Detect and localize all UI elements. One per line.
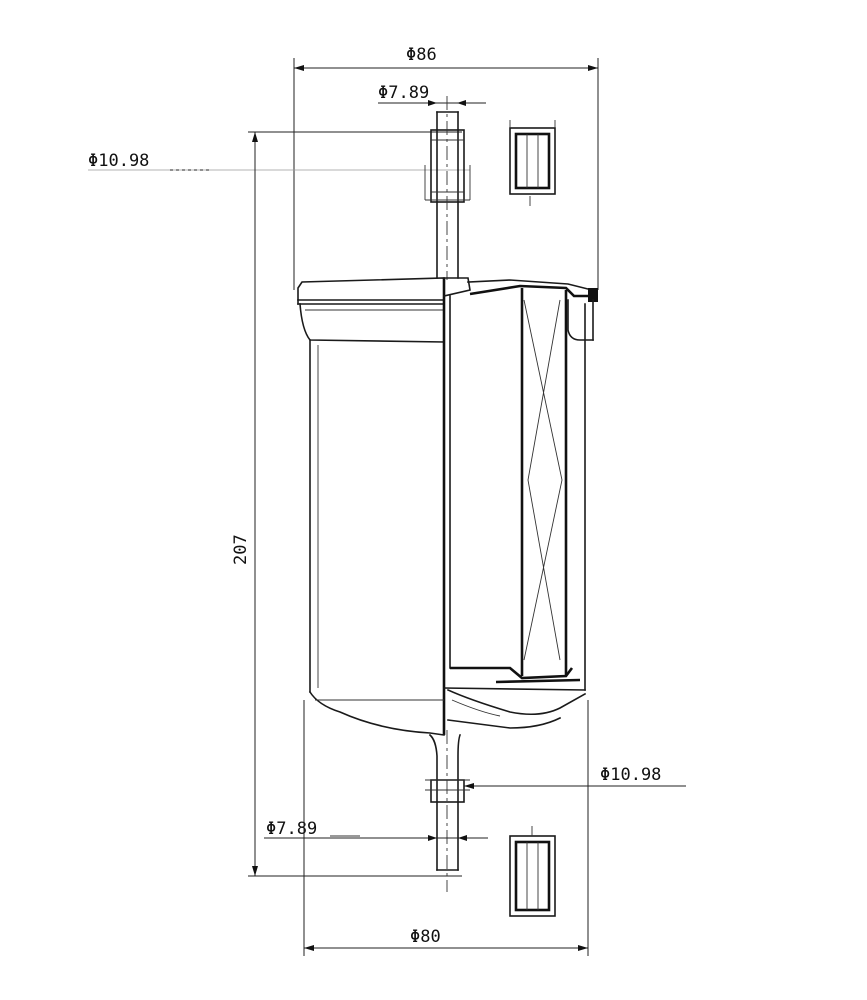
top-port xyxy=(424,96,471,280)
dimension-top-port-inner: Φ7.89 xyxy=(378,83,486,106)
dimension-body-dia: Φ80 xyxy=(303,700,589,956)
dimension-top-width: Φ86 xyxy=(293,45,599,290)
bottom-port-outer-label: Φ10.98 xyxy=(600,765,661,785)
dimension-overall-length: 207 xyxy=(231,131,462,877)
overall-length-label: 207 xyxy=(231,534,251,565)
dimension-bottom-port-inner: Φ7.89 xyxy=(264,819,488,841)
filter-housing xyxy=(297,277,446,736)
dimension-bottom-port-outer: Φ10.98 xyxy=(464,765,686,789)
top-width-label: Φ86 xyxy=(406,45,437,65)
bottom-fitting-section xyxy=(509,826,556,917)
top-fitting-section xyxy=(509,120,556,206)
top-port-inner-label: Φ7.89 xyxy=(378,83,429,103)
filter-section-view xyxy=(443,277,598,729)
body-dia-label: Φ80 xyxy=(410,927,441,947)
dimension-top-port-outer: Φ10.98 xyxy=(88,151,470,171)
top-port-outer-label: Φ10.98 xyxy=(88,151,149,171)
bottom-port-inner-label: Φ7.89 xyxy=(266,819,317,839)
bottom-port xyxy=(425,730,470,892)
